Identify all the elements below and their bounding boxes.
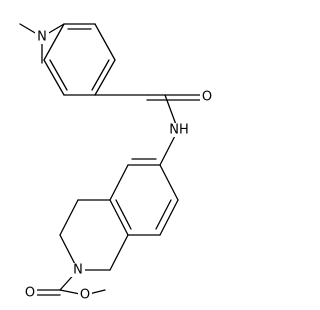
atom-label-carbamate-o1: O bbox=[25, 286, 35, 301]
bond-ar3 bbox=[94, 59, 116, 96]
atom-label-amide-nh: NH bbox=[169, 123, 189, 138]
molecule-structure: N O NH N O O bbox=[19, 23, 214, 303]
bond-ar2 bbox=[94, 23, 116, 61]
bond-q5-inner bbox=[155, 199, 172, 230]
bond-q2 bbox=[109, 164, 129, 201]
atom-label-amine-n: N bbox=[37, 30, 47, 45]
bond-ar3-inner bbox=[91, 59, 110, 91]
bond-q5 bbox=[159, 199, 179, 236]
atom-label-ring-n: N bbox=[73, 263, 83, 278]
bond-ar5 bbox=[43, 59, 65, 96]
bond-s2 bbox=[59, 199, 79, 236]
atom-label-amide-o: O bbox=[202, 90, 212, 105]
atom-label-layer: N O NH N O O bbox=[23, 30, 214, 303]
bond-ar5-inner bbox=[49, 59, 68, 91]
bond-q3 bbox=[109, 199, 129, 236]
bond-q3-inner bbox=[115, 199, 132, 230]
atom-label-carbamate-o2: O bbox=[80, 288, 90, 303]
bond-s5 bbox=[109, 234, 129, 271]
bond-ar6 bbox=[43, 23, 65, 61]
bond-layer bbox=[19, 23, 202, 296]
bond-q6 bbox=[159, 164, 179, 201]
